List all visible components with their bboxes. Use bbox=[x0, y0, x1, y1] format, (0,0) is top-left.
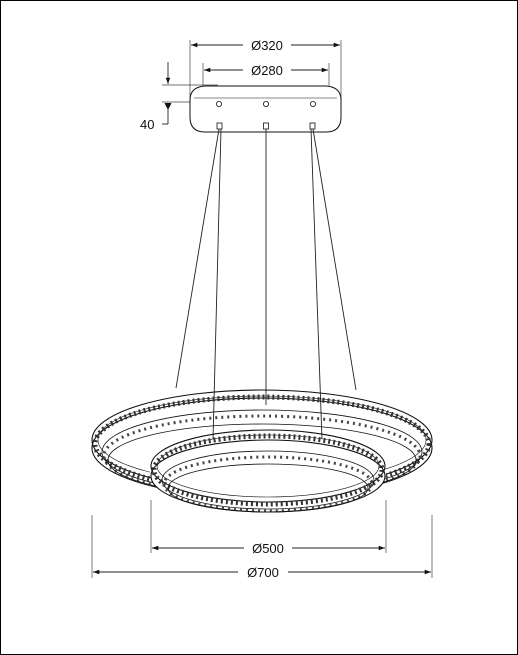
canopy-mount-label: Ø280 bbox=[251, 63, 283, 78]
ring-small-label: Ø500 bbox=[252, 541, 284, 556]
suspension-cables bbox=[175, 128, 357, 441]
dimension-canopy-mount: Ø280 bbox=[202, 61, 330, 88]
canopy-height-label: 40 bbox=[140, 117, 154, 132]
ring-large-label: Ø700 bbox=[247, 565, 279, 580]
canopy-outer-label: Ø320 bbox=[251, 38, 283, 53]
dimension-canopy-outer: Ø320 bbox=[189, 36, 342, 100]
dimension-ring-small: Ø500 bbox=[150, 500, 387, 556]
small-crystal-ring bbox=[150, 429, 386, 514]
dimension-ring-large: Ø700 bbox=[91, 515, 433, 580]
ceiling-canopy bbox=[189, 85, 342, 133]
dimension-canopy-height: 40 bbox=[140, 62, 218, 132]
canopy-screws bbox=[215, 101, 316, 108]
